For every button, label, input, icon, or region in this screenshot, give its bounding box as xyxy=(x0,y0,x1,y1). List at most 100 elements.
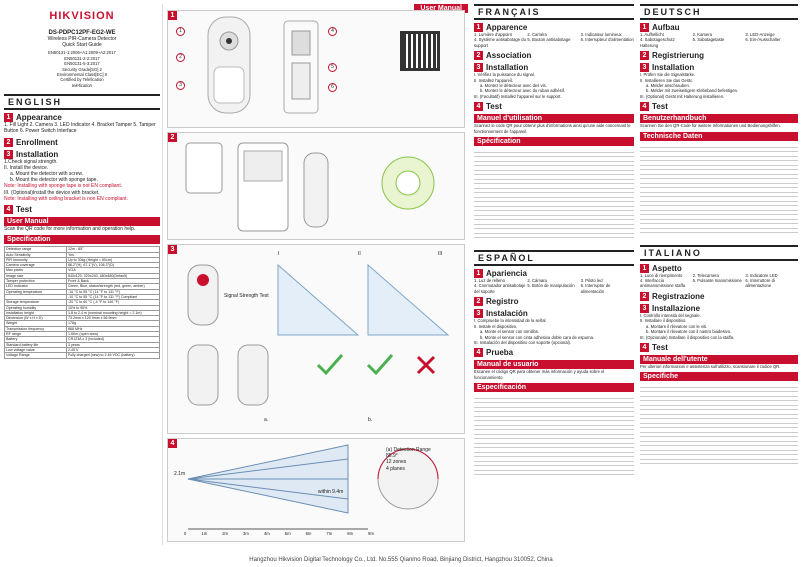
callout-1: 1 xyxy=(176,27,185,36)
legend-line: 4 planes xyxy=(386,465,405,472)
install-step: a. Montez le détecteur avec des vis. xyxy=(480,83,547,89)
install-step: III. (Opzionale) Installare il dispositi… xyxy=(640,334,735,340)
spec-value: -10 °C to 55 °C (14 °F to 131 °F) xyxy=(66,288,160,295)
install-step: II. Installare il dispositivo. xyxy=(640,318,687,324)
section-title: Enrollment xyxy=(16,137,58,147)
standard-line: EN50131-1:2006+A1:2009+A2:2017 xyxy=(48,50,116,56)
install-step: II. Install the device. xyxy=(4,164,49,171)
callout-5: 5 xyxy=(328,63,337,72)
step-label-I: I xyxy=(278,251,280,257)
panel-detection-range: 4 (a) Detection Range 85.9° 12 zones 4 p… xyxy=(167,438,465,542)
fr-spec-table xyxy=(474,148,634,241)
install-step: 1.Check signal strength. xyxy=(4,158,58,165)
axis-tick: 9m xyxy=(368,531,374,536)
section-title: Prueba xyxy=(486,348,514,358)
product-name: Wireless PIR-Camera Detector xyxy=(47,36,117,42)
install-step: a. Monte el sensor con tornillos. xyxy=(480,329,540,335)
es-user-manual-header: Manual de usuario xyxy=(474,360,634,370)
language-header-english: ENGLISH xyxy=(4,94,160,111)
appearance-item: 5. Botón de manipulación xyxy=(527,283,575,289)
install-step: b. Melder mit zweiseitigem Klebeband bef… xyxy=(646,88,739,94)
section-title: Test xyxy=(16,205,32,215)
panel-number: 2 xyxy=(168,133,177,142)
section-number: 2 xyxy=(640,51,649,61)
install-step: I. Controllo intensità del segnale. xyxy=(640,312,701,318)
install-step: a. Mount the detector with screw. xyxy=(10,171,84,178)
section-title: Registrazione xyxy=(652,291,705,301)
section-title: Appearance xyxy=(16,113,62,123)
brand-logo: HIKVISION xyxy=(49,10,115,22)
callout-6: 6 xyxy=(328,83,337,92)
user-manual-header: User Manual xyxy=(4,217,160,227)
section-number: 1 xyxy=(640,263,649,273)
section-number: 3 xyxy=(4,149,13,159)
axis-tick: 0 xyxy=(184,531,187,536)
panel-number: 3 xyxy=(168,245,177,254)
install-step: II. Instale el dispositivo. xyxy=(474,323,518,329)
section-title: Aufbau xyxy=(652,23,680,32)
install-step: b. Montare il rilevatore con il nastro b… xyxy=(646,329,732,335)
install-step: I. Vérifiez la puissance du signal. xyxy=(474,72,535,78)
installation-steps: 1.Check signal strength. II. Install the… xyxy=(4,159,160,202)
appearance-item: 3. LED-Anzeige xyxy=(745,32,775,37)
spec-value: Fully charged (new) to 2.45 VDC (battery… xyxy=(66,352,160,359)
install-step: b. Montez le détecteur avec du ruban adh… xyxy=(480,88,565,94)
appearance-text: 1. Fill Light 2. Camera 3. LED Indicator… xyxy=(4,122,156,135)
spec-value: 86.2°(H), 67.1°(V), 106.3°(D) xyxy=(66,262,160,269)
appearance-item: 1. Lumière d'appoint xyxy=(474,32,512,37)
section-title: Apariencia xyxy=(486,269,527,279)
appearance-item: 3. Piloto led xyxy=(580,278,603,284)
standard-line: Security Grade[SG] 2 xyxy=(62,66,102,72)
spec-row: Dimension (W x H x D)73.2mm x 120.9mm x … xyxy=(4,315,160,322)
range-legend: (a) Detection Range 85.9° 12 zones 4 pla… xyxy=(386,447,431,472)
section-title: Test xyxy=(652,342,668,352)
install-step: b. Mount the detector with sponge tape. xyxy=(10,177,98,184)
install-step: a. Melder anschrauben. xyxy=(646,83,690,89)
height-label: 2.1m xyxy=(174,471,186,477)
standard-line: EN50131-2-2:2017 xyxy=(64,55,100,61)
section-test: 4 Test xyxy=(4,205,160,215)
it-appearance-items: 1. Luce di riempimento 2. Telecamera 3. … xyxy=(640,273,798,289)
appearance-item: 1. Luz de relleno xyxy=(474,278,505,284)
section-title: Installation xyxy=(16,149,59,159)
model-number: DS-PDPC12PF-EG2-WE xyxy=(48,30,116,36)
section-number: 3 xyxy=(640,63,649,73)
appearance-item: 6. Ein-/Ausschalter xyxy=(745,37,781,43)
it-user-manual-header: Manuale dell'utente xyxy=(640,354,798,364)
installation-illustration xyxy=(187,263,450,406)
appearance-item: 2. Cámara xyxy=(527,278,547,284)
de-appearance-items: 1. Aufhellicht 2. Kamera 3. LED-Anzeige … xyxy=(640,32,798,48)
section-number: 2 xyxy=(4,137,13,147)
standard-line: Certified by Telefication xyxy=(60,77,104,83)
install-note: Note: Installing with ceiling bracket is… xyxy=(4,195,128,202)
panel-appearance: 1 1 2 3 4 5 6 xyxy=(167,10,465,128)
axis-tick: 7m xyxy=(326,531,333,536)
install-step: III. (Optional)Install the device with b… xyxy=(4,189,100,196)
install-step: II. Installez l'appareil. xyxy=(474,77,513,83)
telefication-logo: telefication xyxy=(71,82,93,88)
standard-line: EN50131-5-3:2017 xyxy=(64,61,100,67)
appearance-item: 1. Luce di riempimento xyxy=(640,272,683,278)
callout-3: 3 xyxy=(176,81,185,90)
appearance-item: 2. Caméra xyxy=(527,32,547,37)
appearance-item: 2. Telecamera xyxy=(692,272,719,278)
qr-code xyxy=(400,31,440,71)
spec-value: 1.8 to 2.4 m (nominal mounting height = … xyxy=(66,309,160,317)
section-number: 1 xyxy=(474,23,483,32)
section-title: Apparence xyxy=(486,23,528,32)
section-title: Registro xyxy=(486,297,519,307)
install-step: I. Compruebe la intensidad de la señal. xyxy=(474,318,547,324)
install-step: a. Montare il rilevatore con le viti. xyxy=(646,323,708,329)
within-distance-label: within 9.4m xyxy=(318,489,344,495)
install-step: III. Instalación del dispositivo con sop… xyxy=(474,339,572,345)
it-spec-table xyxy=(640,383,798,466)
section-number: 4 xyxy=(474,348,483,358)
appearance-item: 4. Interfaccia antimanomissione staffa xyxy=(640,278,686,289)
